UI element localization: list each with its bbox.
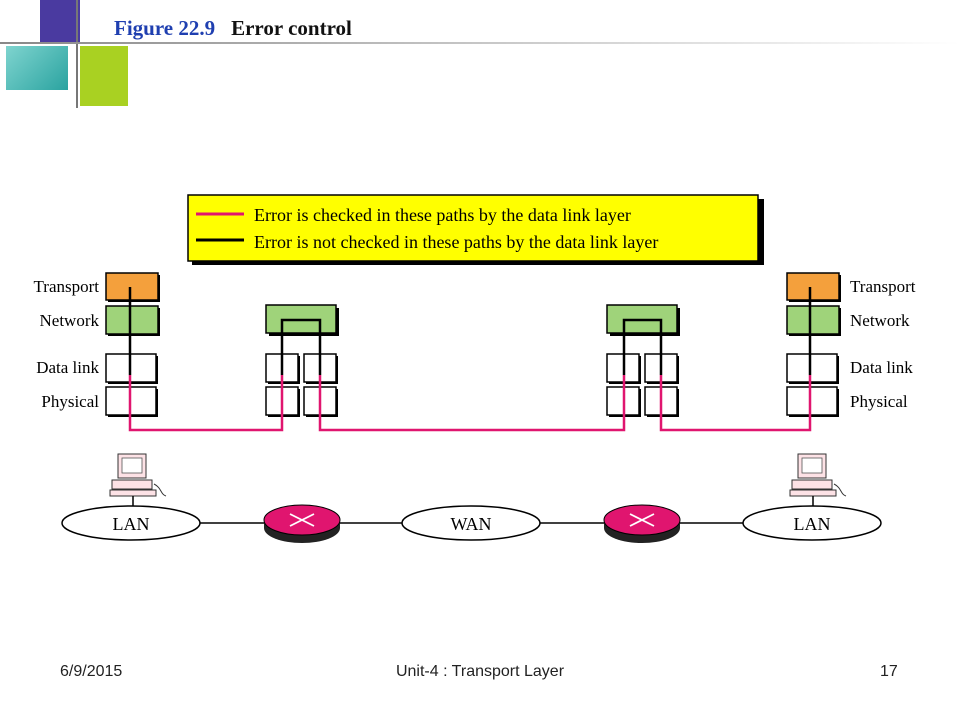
right-transport-layer <box>786 272 840 301</box>
corner-square-teal <box>6 46 68 90</box>
left-transport-layer <box>105 272 159 301</box>
left-lan-ellipse <box>61 505 201 541</box>
legend-unchecked-label: Error is not checked in these paths by t… <box>254 232 658 252</box>
hop3-checked-path <box>659 375 812 432</box>
left-computer-icon <box>109 453 167 497</box>
left-label-physical: Physical <box>41 392 99 411</box>
corner-line-horizontal <box>0 42 960 44</box>
wan-ellipse <box>401 505 541 541</box>
figure-title: Error control <box>231 16 352 40</box>
corner-decoration <box>0 0 960 108</box>
router1-stack <box>265 304 339 417</box>
checked-paths <box>128 375 812 432</box>
left-datalink-layer <box>105 353 159 385</box>
right-label-network: Network <box>850 311 910 330</box>
right-host-stack <box>786 272 841 418</box>
right-label-physical: Physical <box>850 392 908 411</box>
slide-title: Figure 22.9 Error control <box>114 16 352 41</box>
right-computer-icon <box>789 453 847 497</box>
hop1-checked-path <box>128 375 284 432</box>
router2-stack <box>606 304 680 417</box>
footer-center: Unit-4 : Transport Layer <box>395 663 565 680</box>
left-network-layer <box>105 305 159 335</box>
right-network-layer <box>786 305 840 335</box>
left-host-stack <box>105 272 160 418</box>
footer-page-number: 17 <box>880 663 898 680</box>
router1-unchecked-path <box>280 318 322 375</box>
wan-label: WAN <box>451 514 492 534</box>
corner-square-green <box>80 46 128 106</box>
legend-checked-label: Error is checked in these paths by the d… <box>254 205 631 225</box>
figure-number: Figure 22.9 <box>114 16 216 40</box>
right-lan-ellipse <box>742 505 882 541</box>
right-physical-layer <box>786 386 840 418</box>
left-label-network: Network <box>40 311 100 330</box>
router2-unchecked-path <box>622 318 663 375</box>
router1-network-layer <box>265 304 337 334</box>
footer-date: 6/9/2015 <box>60 663 123 680</box>
left-layer-labels: Transport Network Data link Physical <box>34 277 100 411</box>
unchecked-paths <box>128 287 812 375</box>
right-label-transport: Transport <box>850 277 916 296</box>
router2-icon <box>603 504 681 543</box>
left-lan-label: LAN <box>113 514 150 534</box>
right-lan-label: LAN <box>794 514 831 534</box>
right-datalink-layer <box>786 353 840 385</box>
corner-square-blue <box>40 0 80 42</box>
corner-line-vertical <box>76 0 78 108</box>
right-label-datalink: Data link <box>850 358 913 377</box>
hop2-checked-path <box>318 375 626 432</box>
left-label-transport: Transport <box>34 277 100 296</box>
left-physical-layer <box>105 386 159 418</box>
left-label-datalink: Data link <box>36 358 99 377</box>
legend-box: Error is checked in these paths by the d… <box>187 194 764 265</box>
right-layer-labels: Transport Network Data link Physical <box>850 277 916 411</box>
router1-icon <box>263 504 341 543</box>
